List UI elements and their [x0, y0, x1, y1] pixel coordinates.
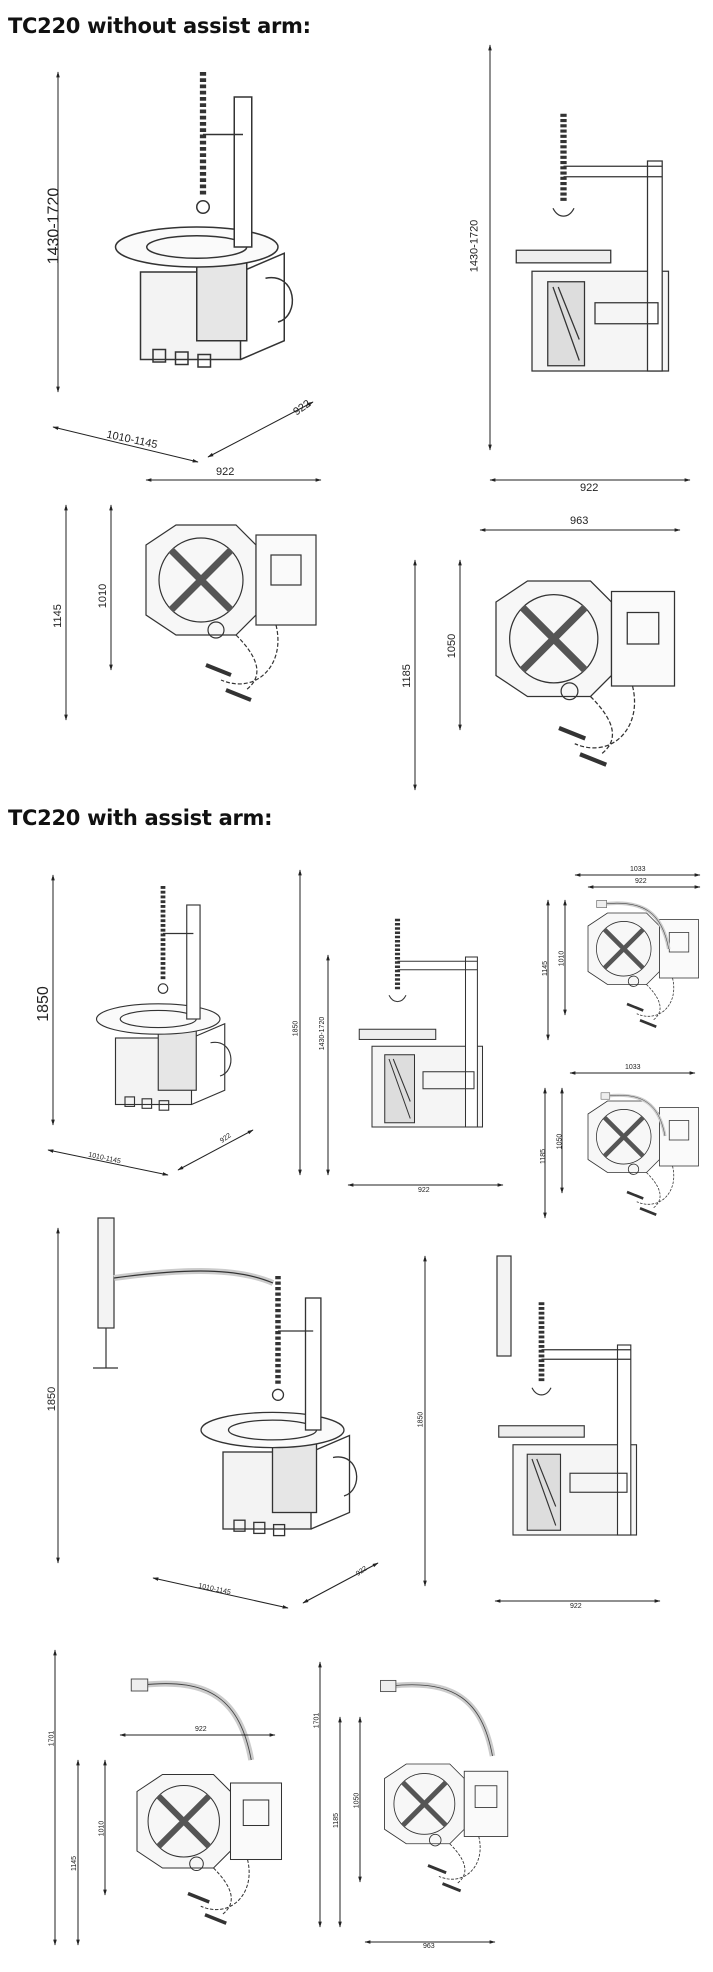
- dim-depth: 1050: [353, 1792, 361, 1809]
- dim-total-depth: 1145: [542, 960, 550, 977]
- dim-depth: 922: [570, 1603, 582, 1610]
- dim-height: 1430-1720: [319, 1016, 327, 1051]
- dim-depth: 922: [418, 1187, 430, 1194]
- drawing-isometric: 1430-1720 1010-1145 922: [38, 52, 348, 463]
- drawing-top: 922 1145 1010: [52, 466, 326, 730]
- dim-width: 922: [195, 1726, 207, 1733]
- dim-width-total: 1033: [630, 866, 646, 873]
- drawing-top-rotated: 963 1185 1050: [401, 515, 690, 795]
- section-title-with-arm: TC220 with assist arm:: [8, 806, 273, 830]
- drawing-top-arm: 1701 922 1145 1010: [48, 1645, 290, 1950]
- section-title-without-arm: TC220 without assist arm:: [8, 14, 311, 38]
- dim-depth: 922: [580, 482, 599, 494]
- dim-width: 922: [635, 878, 647, 885]
- dim-total-depth-arm: 1701: [313, 1712, 321, 1729]
- dim-width: 1033: [625, 1064, 641, 1071]
- drawing-top-arm-rotated: 1701 1185 1050 963: [313, 1657, 515, 1950]
- dim-total-depth: 1145: [71, 1855, 79, 1872]
- dim-height: 1850: [46, 1386, 59, 1412]
- dim-width: 963: [423, 1943, 435, 1950]
- dim-height: 1430-1720: [45, 187, 63, 265]
- dim-height: 1850: [417, 1411, 425, 1428]
- dim-depth: 1010: [97, 583, 110, 609]
- dim-total-depth: 1185: [540, 1148, 548, 1165]
- drawing-top-arm-rotated-small: 1033 1185 1050: [540, 1063, 705, 1223]
- dim-total-depth: 1185: [400, 664, 413, 688]
- dim-width: 922: [216, 466, 235, 478]
- dim-height: 1850: [34, 986, 52, 1022]
- dim-total-depth: 1185: [333, 1812, 341, 1829]
- dim-width: 963: [570, 515, 589, 527]
- drawing-side-arm-large: 1850 922: [415, 1246, 670, 1614]
- dim-depth: 1050: [446, 633, 459, 659]
- drawing-top-arm-small: 1033 922 1145 1010: [540, 865, 705, 1045]
- drawing-isometric-arm-extended: 1850 1010-1145 922: [38, 1208, 383, 1613]
- dim-depth: 1050: [556, 1133, 564, 1150]
- dim-total-depth: 1145: [51, 604, 64, 628]
- dim-depth: 1010: [98, 1820, 106, 1837]
- drawing-side: 1430-1720 922: [450, 40, 710, 495]
- dim-height: 1430-1720: [468, 219, 481, 273]
- dim-total-depth-arm: 1701: [48, 1730, 56, 1747]
- drawing-side-arm: 1850 1430-1720 922: [288, 865, 513, 1195]
- drawing-isometric-arm: 1850 1010-1145 922: [34, 865, 263, 1176]
- dim-depth: 1010: [558, 950, 566, 967]
- dim-height-total: 1850: [292, 1020, 300, 1037]
